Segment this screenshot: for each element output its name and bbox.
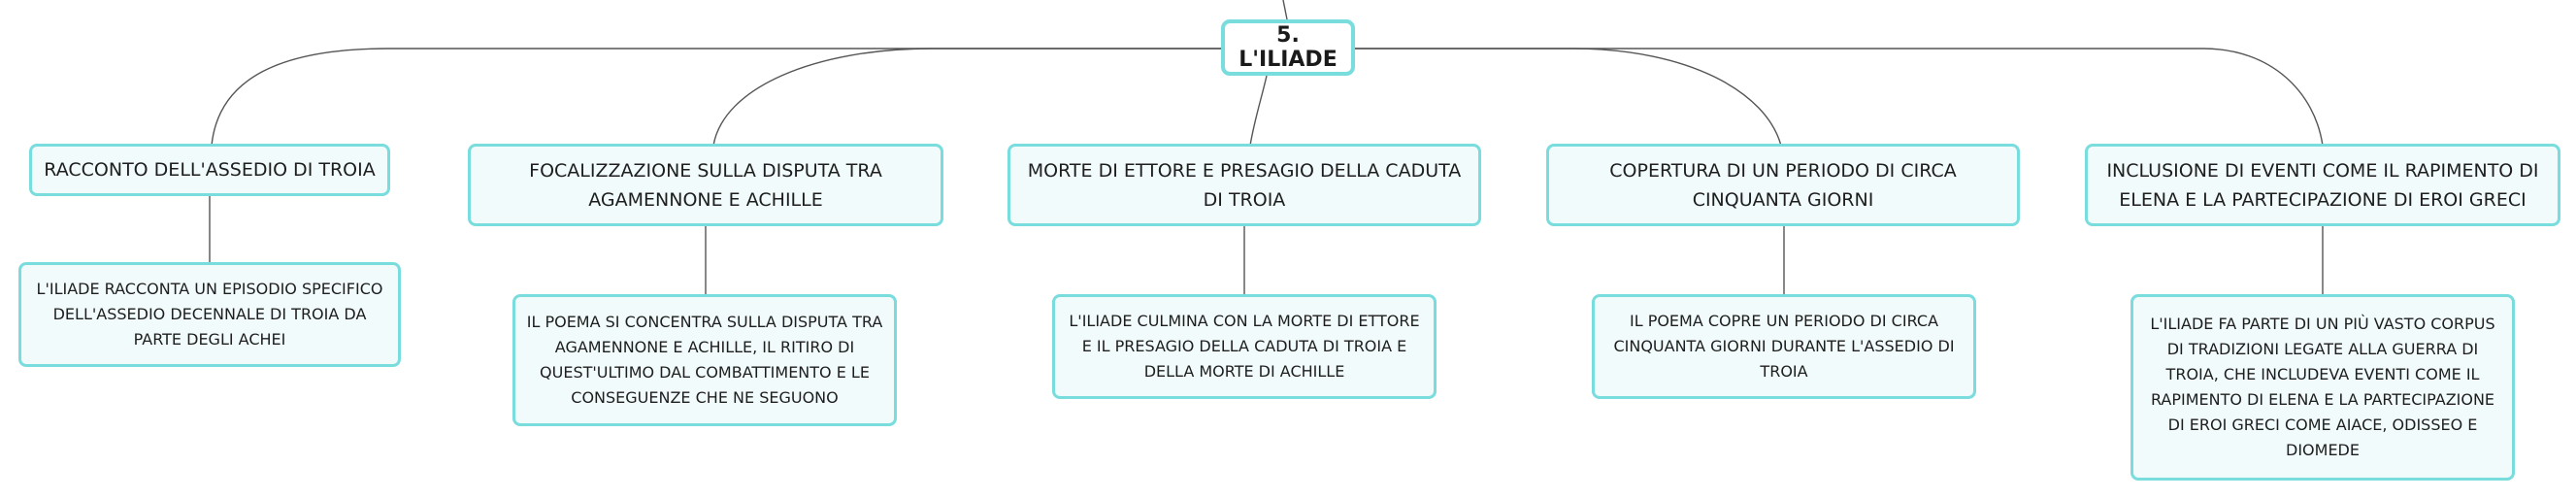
connector-parent	[1282, 0, 1288, 20]
connector-root-topic-2	[712, 48, 1221, 147]
detail-node-3[interactable]: L'ILIADE CULMINA CON LA MORTE DI ETTORE …	[1052, 294, 1437, 399]
detail-node-1[interactable]: L'ILIADE RACCONTA UN EPISODIO SPECIFICO …	[18, 262, 401, 367]
topic-node-2[interactable]: FOCALIZZAZIONE SULLA DISPUTA TRA AGAMENN…	[468, 144, 943, 226]
topic-node-5[interactable]: INCLUSIONE DI EVENTI COME IL RAPIMENTO D…	[2085, 144, 2560, 226]
connector-root-topic-5	[1355, 48, 2324, 147]
connector-root-topic-3	[1249, 75, 1268, 147]
topic-node-4[interactable]: COPERTURA DI UN PERIODO DI CIRCA CINQUAN…	[1546, 144, 2020, 226]
root-node[interactable]: 5. L'ILIADE	[1221, 19, 1355, 76]
connector-root-topic-4	[1355, 48, 1782, 147]
detail-node-5[interactable]: L'ILIADE FA PARTE DI UN PIÙ VASTO CORPUS…	[2130, 294, 2515, 481]
detail-node-4[interactable]: IL POEMA COPRE UN PERIODO DI CIRCA CINQU…	[1592, 294, 1976, 399]
connector-root-topic-1	[211, 48, 1221, 147]
detail-node-2[interactable]: IL POEMA SI CONCENTRA SULLA DISPUTA TRA …	[512, 294, 897, 426]
topic-node-1[interactable]: RACCONTO DELL'ASSEDIO DI TROIA	[29, 144, 390, 196]
topic-node-3[interactable]: MORTE DI ETTORE E PRESAGIO DELLA CADUTA …	[1007, 144, 1481, 226]
